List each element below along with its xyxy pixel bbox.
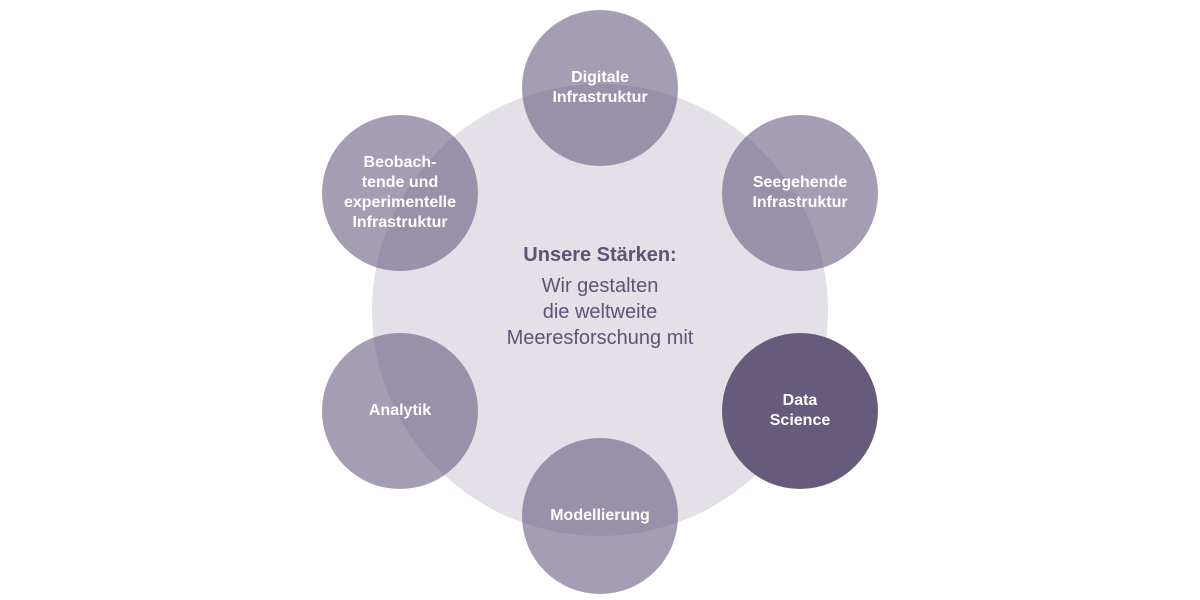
node-digitale-infrastruktur: Digitale Infrastruktur bbox=[522, 10, 678, 166]
node-label: Analytik bbox=[368, 402, 432, 419]
center-line: Meeresforschung mit bbox=[506, 327, 694, 349]
node-label: Seegehende Infrastruktur bbox=[752, 174, 848, 211]
node-label: Digitale Infrastruktur bbox=[552, 69, 648, 106]
node-beobachtende-infrastruktur: Beobach- tende und experimentelle Infras… bbox=[322, 115, 478, 271]
node-label: Data Science bbox=[769, 392, 831, 429]
node-analytik: Analytik bbox=[322, 333, 478, 489]
center-line: die weltweite bbox=[542, 301, 658, 323]
node-label: Beobach- tende und experimentelle Infras… bbox=[343, 154, 457, 231]
center-text: Unsere Stärken: Wir gestalten die weltwe… bbox=[450, 244, 750, 351]
node-seegehende-infrastruktur: Seegehende Infrastruktur bbox=[722, 115, 878, 271]
center-title: Unsere Stärken: bbox=[523, 244, 677, 266]
node-label: Modellierung bbox=[550, 507, 650, 524]
node-modellierung: Modellierung bbox=[522, 438, 678, 594]
node-data-science: Data Science bbox=[722, 333, 878, 489]
center-line: Wir gestalten bbox=[541, 275, 659, 297]
